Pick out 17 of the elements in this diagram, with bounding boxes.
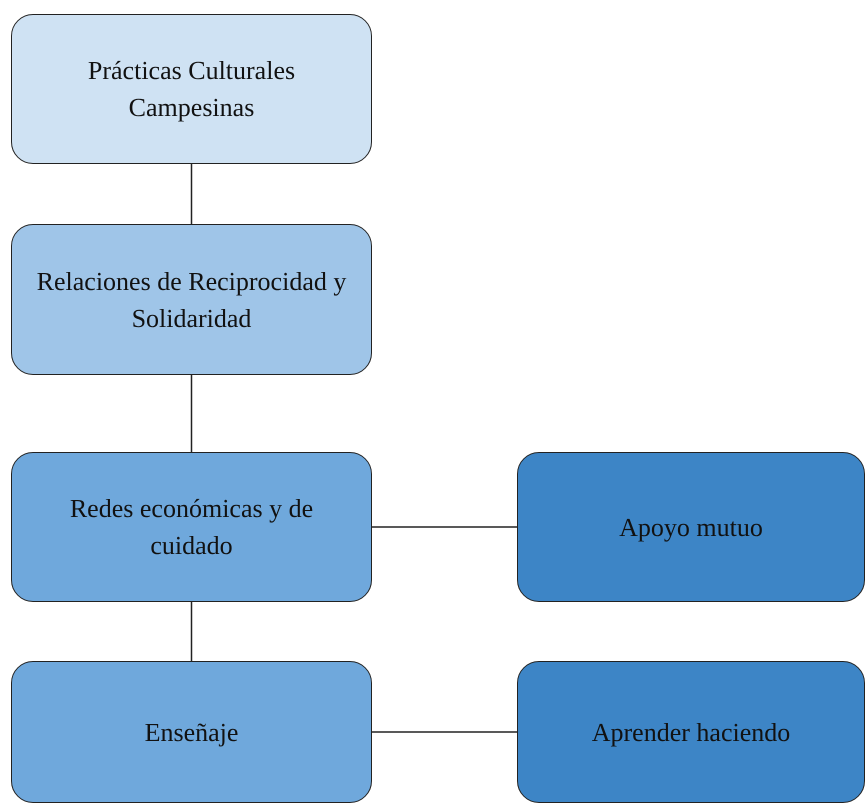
box-label: Relaciones de Reciprocidad y Solidaridad [36, 266, 348, 334]
box-label: Prácticas Culturales Campesinas [86, 55, 296, 124]
box-label: Enseñaje [144, 716, 238, 748]
process-box [11, 224, 372, 375]
connector-line [372, 526, 517, 528]
connector-line [190, 602, 192, 661]
process-box [517, 661, 865, 803]
process-box [11, 14, 372, 164]
box-label: Redes económicas y de cuidado [68, 493, 314, 562]
process-box [11, 661, 372, 803]
box-label: Apoyo mutuo [619, 512, 763, 544]
connector-line [372, 731, 517, 733]
process-box [517, 452, 865, 602]
connector-line [190, 375, 192, 452]
connector-line [190, 164, 192, 224]
box-label: Aprender haciendo [592, 716, 790, 748]
process-box [11, 452, 372, 602]
